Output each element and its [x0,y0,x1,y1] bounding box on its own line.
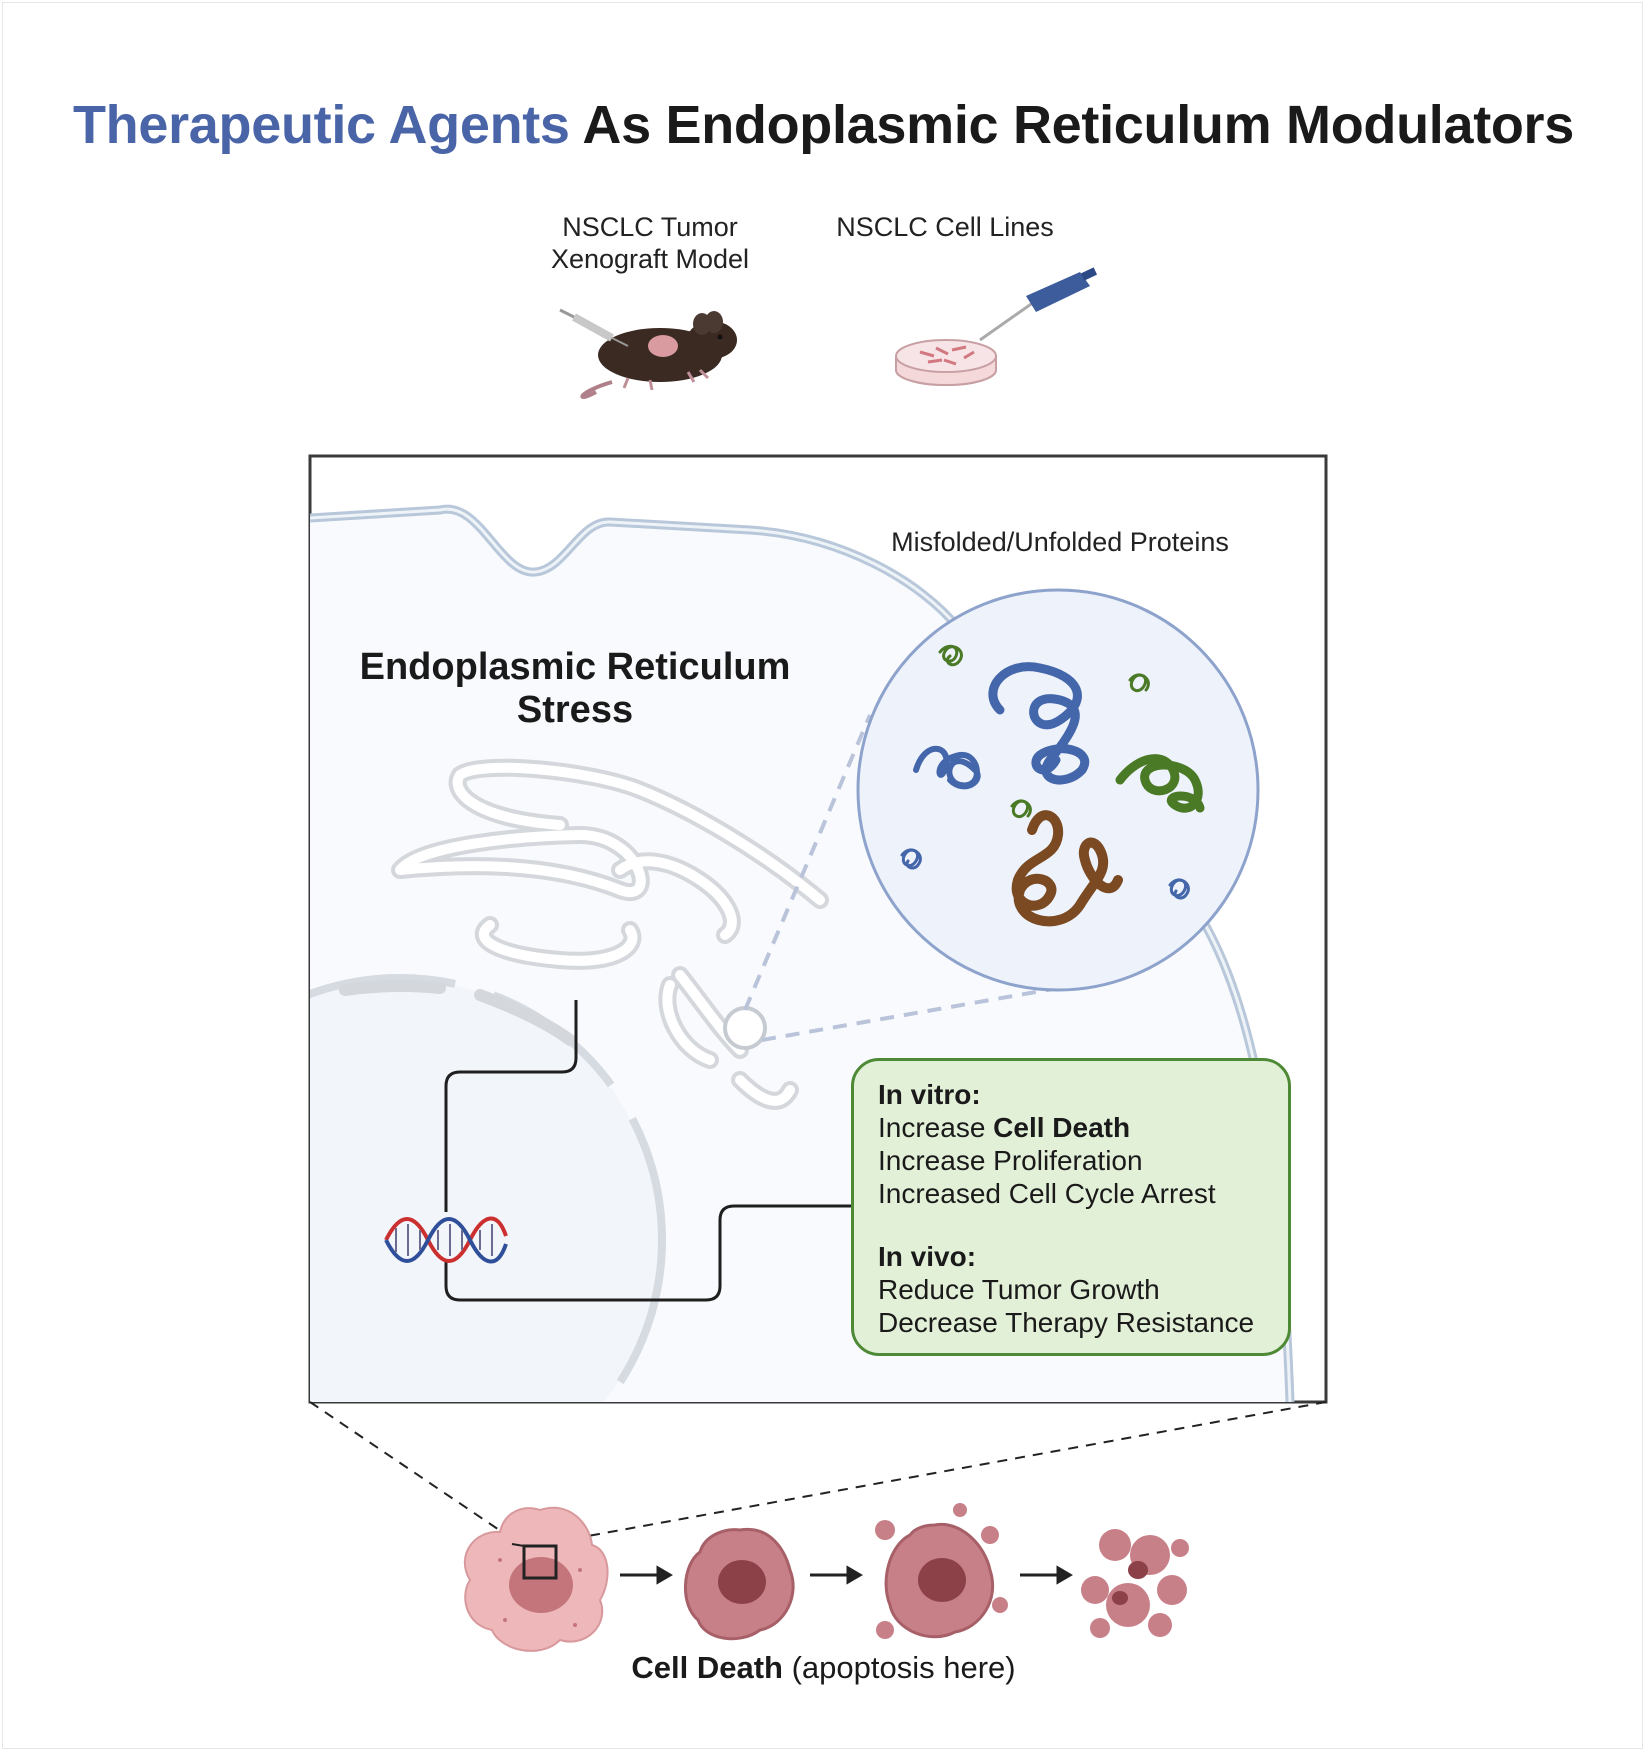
title-rest: As Endoplasmic Reticulum Modulators [569,95,1575,155]
er-stress-line1: Endoplasmic Reticulum [359,646,791,688]
misfolded-proteins-label: Misfolded/Unfolded Proteins [891,527,1229,557]
cell-lines-label: NSCLC Cell Lines [836,212,1054,242]
title-accent: Therapeutic Agents [72,95,570,155]
in-vitro-item-1: Increase Cell Death [878,1111,1288,1144]
in-vitro-item-1-bold: Cell Death [993,1112,1131,1143]
outcomes-box: In vitro: Increase Cell Death Increase P… [851,1058,1291,1356]
apoptosis-cell-icon [463,1506,609,1652]
in-vitro-item-2: Increase Proliferation [878,1145,1143,1176]
in-vitro-item-3: Increased Cell Cycle Arrest [878,1178,1216,1209]
figure-title: Therapeutic Agents As Endoplasmic Reticu… [0,94,1647,156]
dna-helix-icon [384,1216,508,1264]
apoptosis-cell-icon [1081,1529,1189,1638]
xenograft-label-line2: Xenograft Model [550,244,750,274]
in-vitro-item-1-prefix: Increase [878,1112,994,1143]
misfolded-protein-zoom [856,588,1260,992]
cell-death-caption: Cell Death (apoptosis here) [0,1650,1647,1686]
xenograft-label-line1: NSCLC Tumor [562,212,738,242]
in-vivo-item-2: Decrease Therapy Resistance [878,1307,1255,1338]
er-stress-label: Endoplasmic Reticulum Stress [330,646,820,732]
caption-bold: Cell Death [631,1650,783,1685]
apoptosis-cell-icon [684,1527,795,1641]
caption-rest: (apoptosis here) [782,1650,1016,1685]
xenograft-label: NSCLC Tumor Xenograft Model [520,211,780,275]
in-vivo-heading: In vivo: [878,1241,977,1272]
in-vitro-heading: In vitro: [878,1079,981,1110]
er-stress-line2: Stress [516,689,634,731]
apoptosis-cell-icon [875,1503,1008,1639]
petri-dish-pipette-icon [895,267,1098,386]
in-vivo-item-1: Reduce Tumor Growth [878,1274,1160,1305]
mouse-syringe-icon [559,308,737,399]
